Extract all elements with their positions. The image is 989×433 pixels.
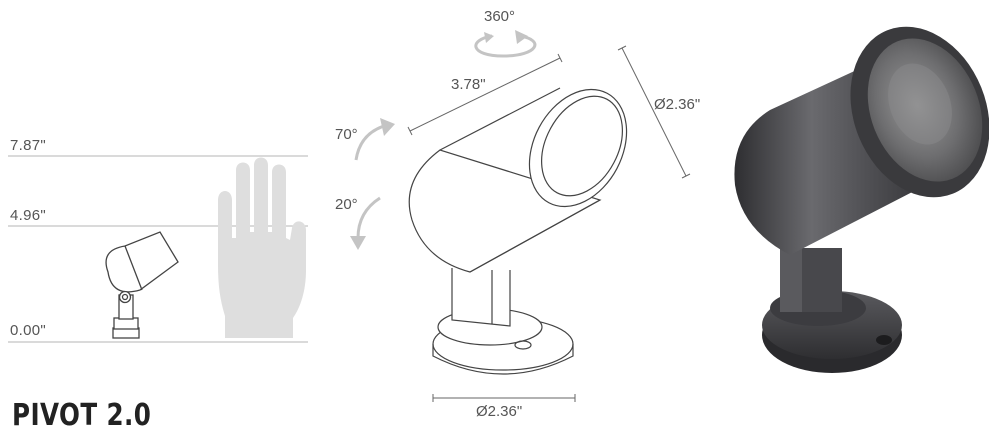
- product-title: PIVOT 2.0: [12, 398, 152, 433]
- tilt-up-label: 70°: [335, 126, 358, 143]
- tilt-up-icon: [354, 124, 385, 161]
- base-diameter-label: Ø2.36": [476, 403, 523, 420]
- tilt-down-label: 20°: [335, 196, 358, 213]
- fixture-line-drawing: [408, 87, 628, 375]
- length-label: 3.78": [451, 76, 486, 93]
- dimension-lines: [407, 45, 691, 402]
- small-fixture-drawing: [105, 231, 179, 339]
- rotate-360-icon: [474, 34, 537, 58]
- rotation-label: 360°: [484, 8, 516, 25]
- product-photo: [734, 26, 989, 373]
- hand-silhouette-icon: [218, 157, 306, 338]
- rotation-arrows: [350, 30, 537, 250]
- scale-label-zero: 0.00": [10, 322, 47, 339]
- scale-label-mid: 4.96": [10, 207, 47, 224]
- length-dimension-line: [409, 57, 561, 132]
- rotate-arrowhead: [484, 32, 494, 43]
- scale-label-max: 7.87": [10, 137, 47, 154]
- lens-dimension-line: [621, 47, 687, 177]
- tilt-down-icon: [356, 196, 381, 239]
- lens-diameter-label: Ø2.36": [654, 96, 701, 113]
